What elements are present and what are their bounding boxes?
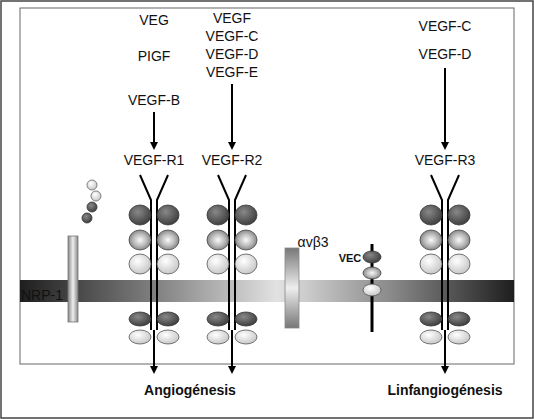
vec-domain: [363, 284, 381, 296]
receptor-name: VEGF-R2: [202, 152, 263, 168]
receptor-name: VEGF-R1: [124, 152, 185, 168]
receptor-r2: [207, 175, 257, 372]
ligand-name: VEGF-D: [419, 46, 472, 62]
protein-name: VEC: [339, 250, 362, 266]
binding-arrow: [444, 68, 446, 148]
domain-bead: [87, 180, 97, 190]
ligand-name: PIGF: [138, 48, 171, 64]
domain-bead: [82, 213, 92, 223]
ligand-name: VEG: [139, 12, 169, 28]
ligand-name: VEGF: [213, 10, 251, 26]
ligand-name: VEGF-C: [206, 28, 259, 44]
vec-domain: [363, 267, 381, 279]
integrin-bar: [285, 248, 299, 328]
process-name: Angiogénesis: [144, 382, 236, 398]
coreceptor-name: NRP-1: [21, 287, 63, 303]
ligand-name: VEGF-B: [128, 92, 180, 108]
inner-frame: [20, 8, 514, 364]
nrp1-coreceptor: [68, 236, 78, 322]
ligand-name: VEGF-C: [419, 18, 472, 34]
cell-membrane: [20, 280, 514, 302]
receptor-r3: [420, 175, 470, 372]
domain-bead: [91, 191, 101, 201]
receptor-name: VEGF-R3: [415, 152, 476, 168]
binding-arrow: [153, 112, 155, 148]
ligand-name: VEGF-D: [206, 46, 259, 62]
integrin-name: αvβ3: [298, 234, 329, 250]
binding-arrow: [231, 84, 233, 148]
process-name: Linfangiogénesis: [387, 382, 502, 398]
receptor-r1: [129, 175, 179, 372]
vec-domain: [363, 251, 381, 263]
domain-bead: [87, 202, 97, 212]
ligand-name: VEGF-E: [206, 64, 258, 80]
